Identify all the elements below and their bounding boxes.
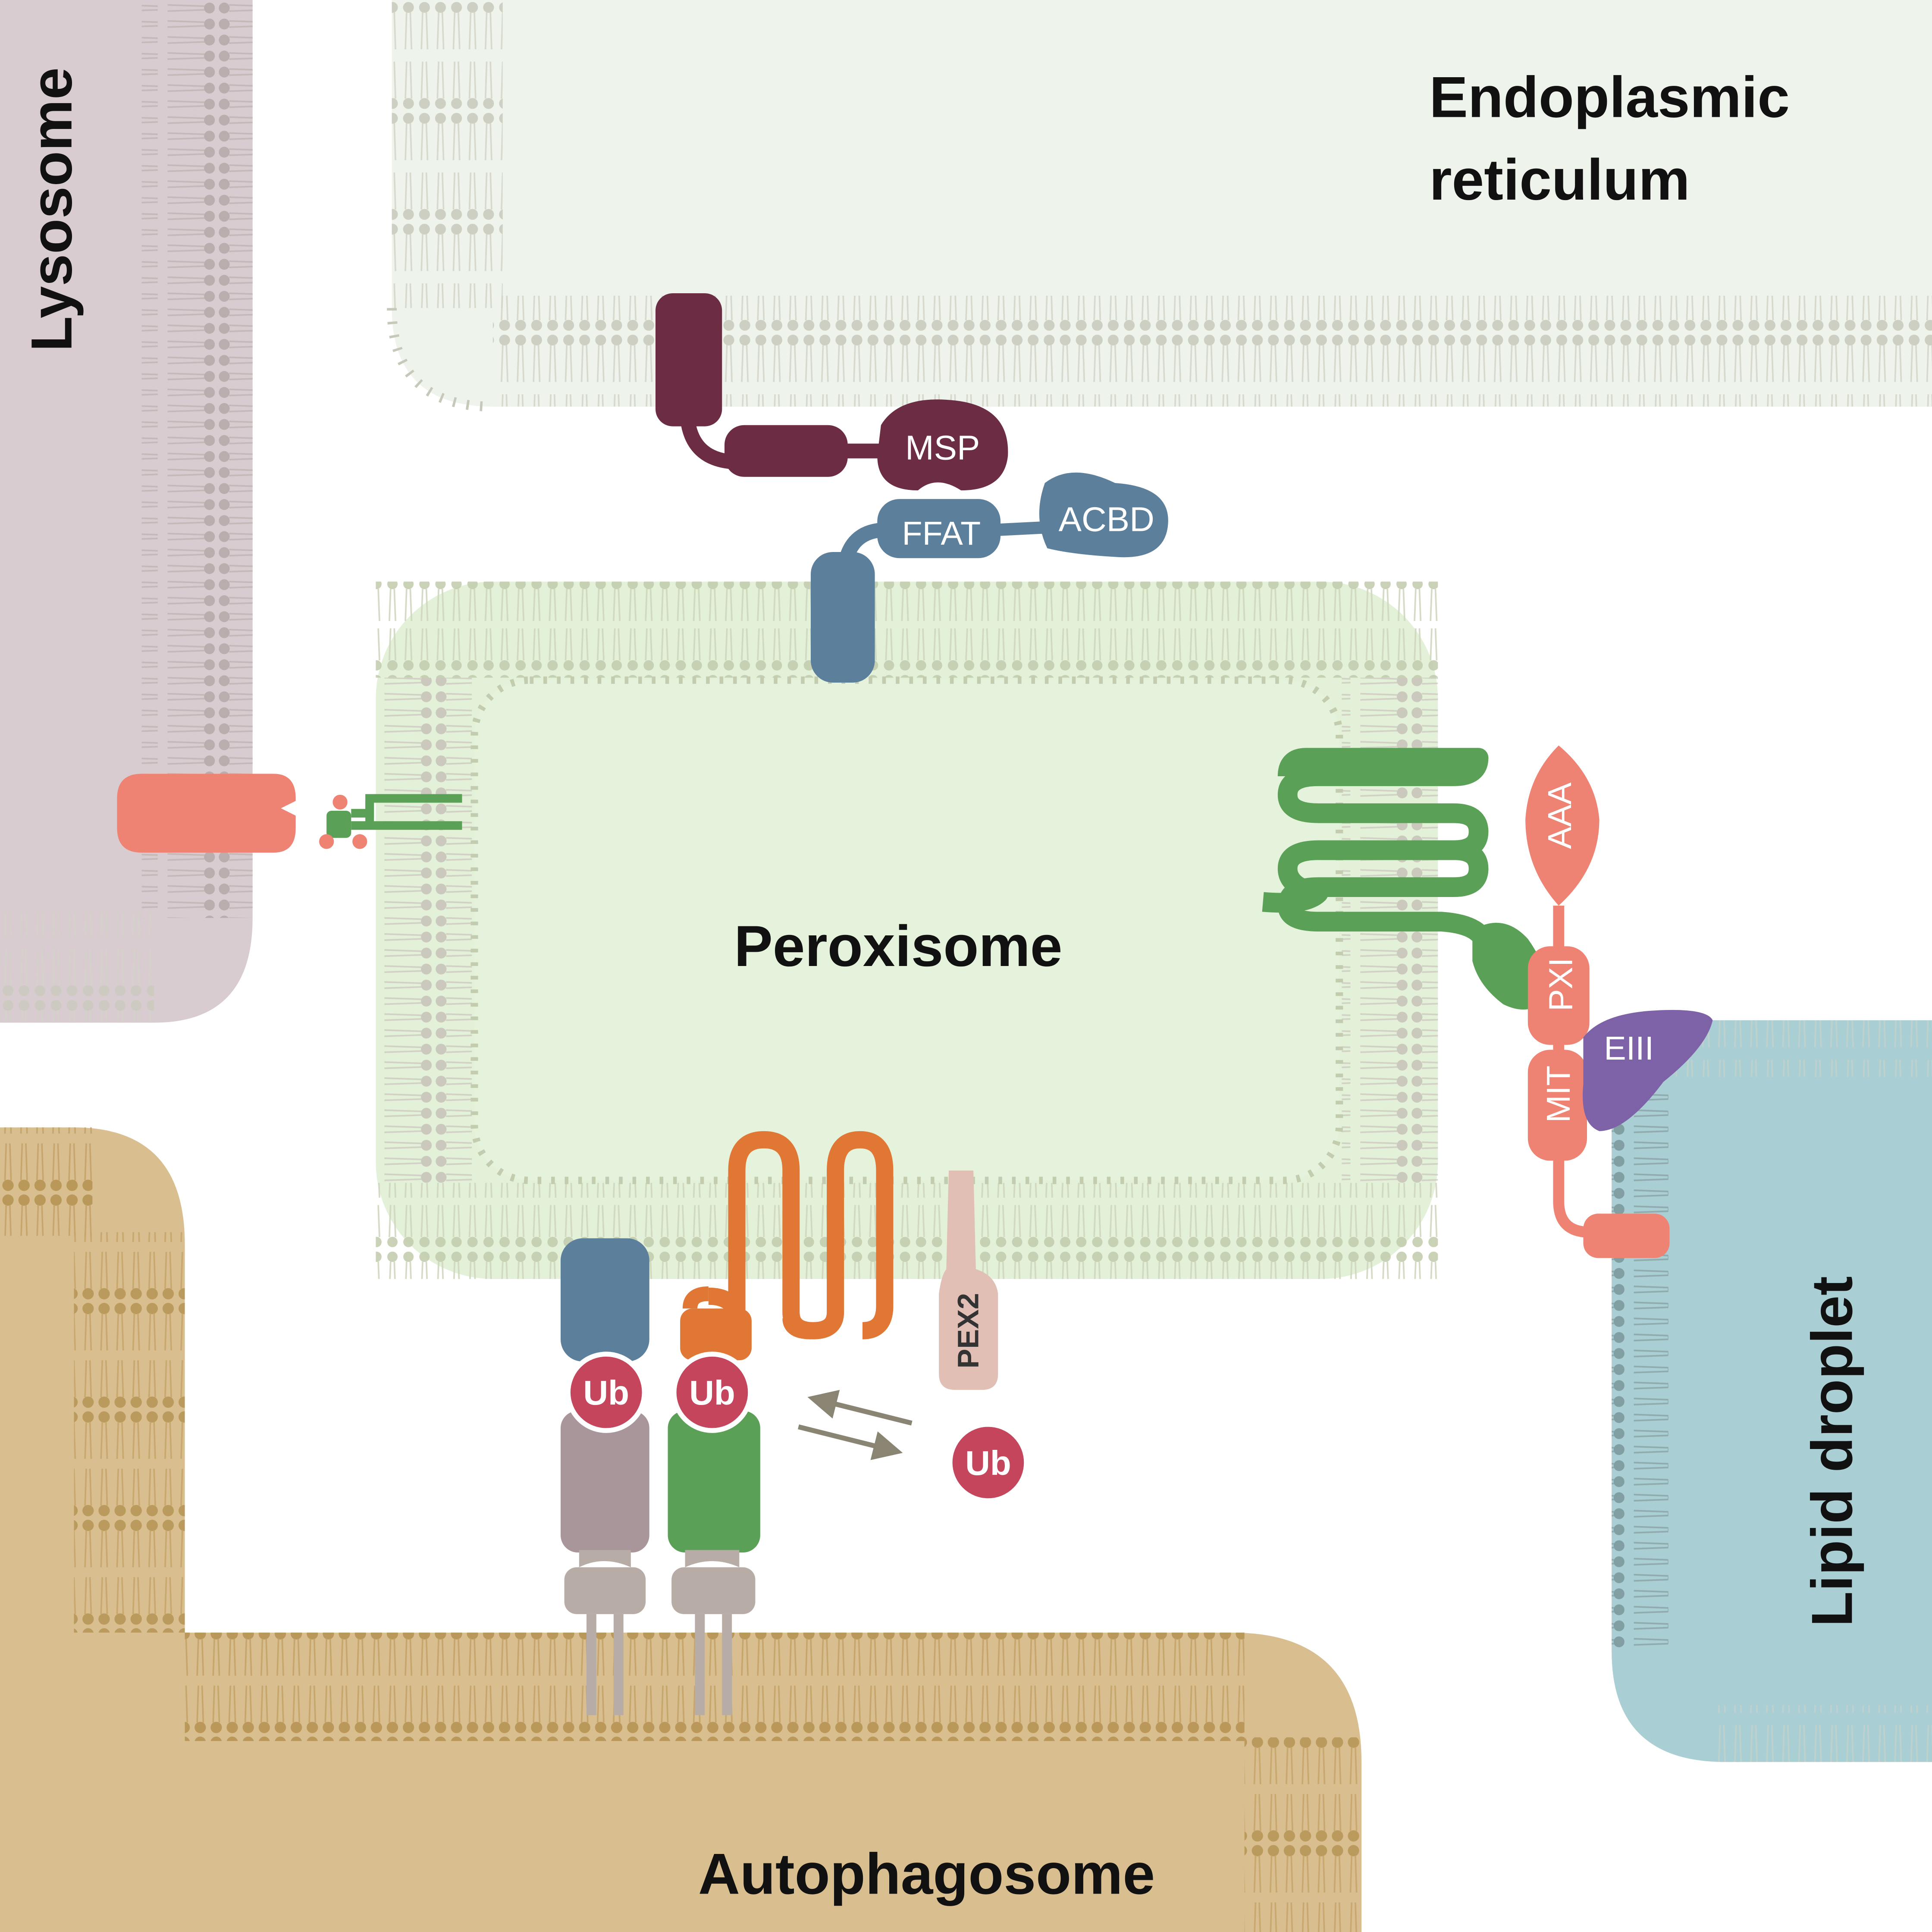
msp-domain bbox=[877, 399, 1008, 491]
acbd-domain bbox=[1039, 472, 1168, 558]
ub-label-2: Ub bbox=[689, 1374, 735, 1412]
acbd-label: ACBD bbox=[1059, 500, 1154, 538]
lysosome-tether bbox=[117, 774, 462, 853]
ub-label-3: Ub bbox=[965, 1444, 1011, 1482]
pex-orange-multipass bbox=[680, 1131, 894, 1361]
nbr1-receptor bbox=[561, 1411, 649, 1552]
endoplasmic-reticulum bbox=[387, 0, 1932, 412]
peroxisome-label: Peroxisome bbox=[734, 914, 1062, 979]
eiii-label: EIII bbox=[1604, 1030, 1654, 1067]
er-label-line2: reticulum bbox=[1429, 147, 1690, 212]
multipass-protein bbox=[1262, 748, 1548, 1010]
pex2-label: PEX2 bbox=[952, 1293, 985, 1368]
ub-circle-3 bbox=[947, 1422, 1029, 1503]
mit-domain bbox=[1527, 1050, 1587, 1161]
ub-label-1: Ub bbox=[583, 1374, 629, 1412]
lc3-anchor-2 bbox=[671, 1567, 756, 1614]
p62-receptor bbox=[668, 1411, 760, 1552]
ffat-label: FFAT bbox=[902, 515, 981, 552]
vap-tether bbox=[656, 293, 1008, 491]
lysosome bbox=[0, 0, 253, 1023]
acbd-anchor bbox=[811, 552, 875, 683]
peroxisome bbox=[376, 581, 1438, 1279]
autophagosome bbox=[0, 1127, 1362, 1932]
autophagosome-label: Autophagosome bbox=[698, 1841, 1155, 1906]
lysosome-label: Lysosome bbox=[19, 67, 84, 351]
green-receptor-stack bbox=[668, 1411, 760, 1716]
pi-lipid-cluster bbox=[326, 811, 351, 838]
lipid-droplet bbox=[1612, 1020, 1932, 1762]
eiii-domain bbox=[1583, 1010, 1713, 1131]
synaptotagmin bbox=[117, 774, 296, 853]
lc3-anchor bbox=[564, 1567, 646, 1614]
ub-circle-1 bbox=[565, 1352, 647, 1433]
er-label-line1: Endoplasmic bbox=[1429, 65, 1790, 129]
msp-label: MSP bbox=[905, 429, 980, 467]
spastin bbox=[1525, 745, 1713, 1258]
acbd-tether bbox=[811, 472, 1168, 683]
pxi-label: PXI bbox=[1543, 958, 1580, 1011]
spastin-anchor bbox=[1583, 1214, 1670, 1258]
equilibrium-arrows bbox=[798, 1389, 913, 1460]
lipid-droplet-label: Lipid droplet bbox=[1800, 1276, 1864, 1627]
ub-circle-2 bbox=[671, 1352, 753, 1433]
aaa-domain bbox=[1525, 745, 1600, 906]
aaa-label: AAA bbox=[1541, 782, 1578, 849]
pex2-protein bbox=[939, 1170, 998, 1390]
blue-receptor-stack bbox=[561, 1238, 649, 1716]
mit-label: MIT bbox=[1540, 1066, 1577, 1123]
pxi-domain bbox=[1527, 946, 1590, 1045]
